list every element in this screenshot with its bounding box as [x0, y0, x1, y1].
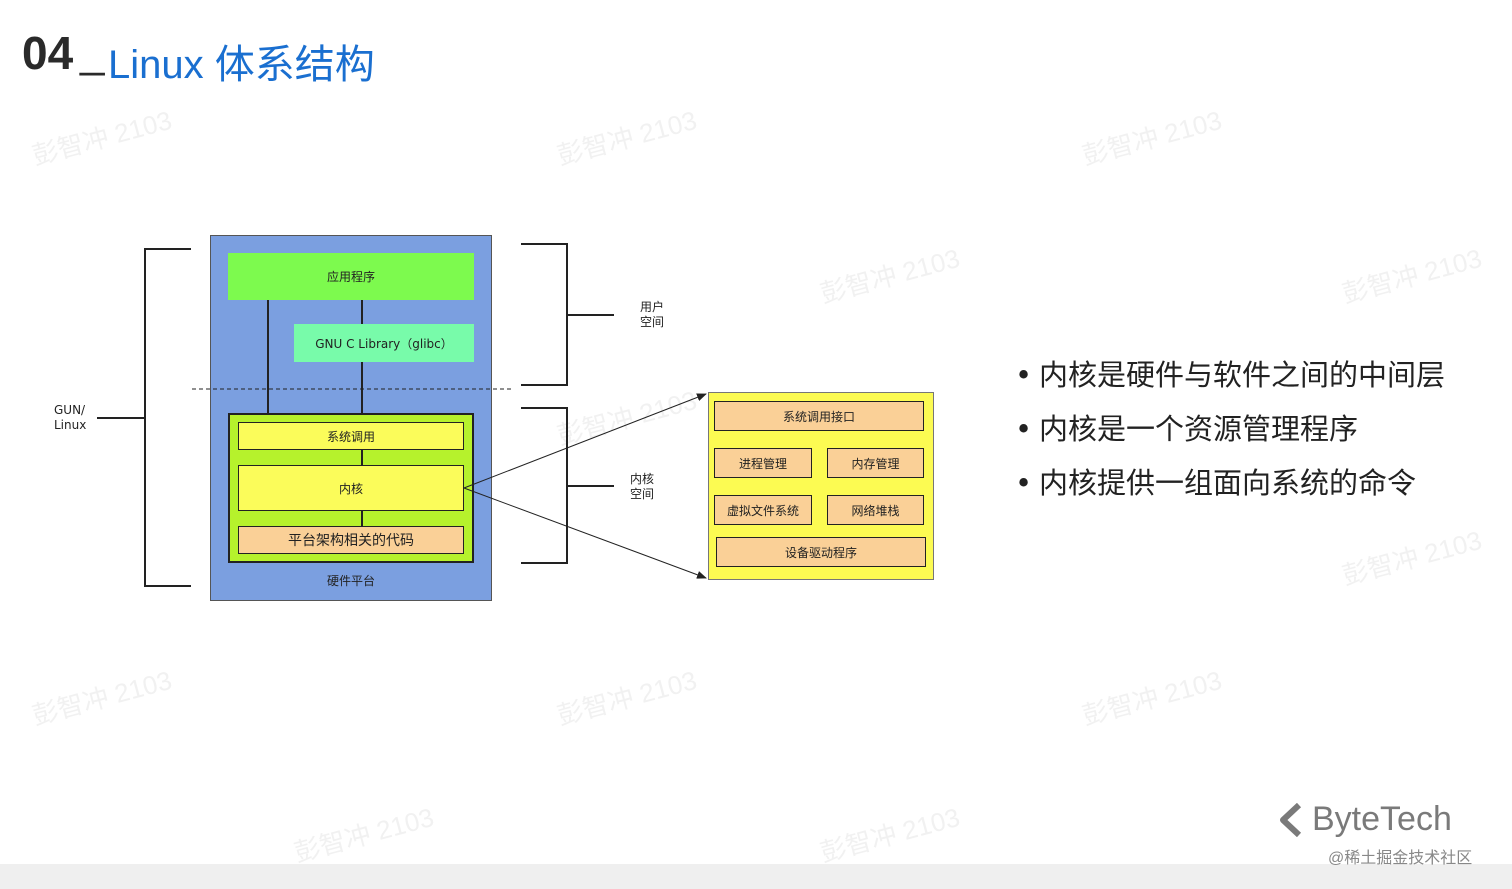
source-credit: @稀土掘金技术社区 [1328, 850, 1473, 867]
arch-box: 平台架构相关的代码 [238, 526, 464, 554]
syscall-box: 系统调用 [238, 422, 464, 450]
vfs-box: 虚拟文件系统 [714, 495, 812, 525]
hardware-label: 硬件平台 [326, 574, 375, 588]
app-box: 应用程序 [228, 253, 474, 300]
title-separator: _ [80, 28, 105, 77]
bullet-item: 内核提供一组面向系统的命令 [1015, 456, 1445, 510]
device-drivers-box: 设备驱动程序 [716, 537, 926, 567]
memory-mgmt-box: 内存管理 [827, 448, 924, 478]
kernel-box: 内核 [238, 465, 464, 511]
section-number: 04 [22, 27, 74, 79]
glibc-box: GNU C Library（glibc） [294, 324, 474, 362]
bullet-list: 内核是硬件与软件之间的中间层 内核是一个资源管理程序 内核提供一组面向系统的命令 [1015, 348, 1445, 510]
page-title: Linux 体系结构 [108, 43, 375, 87]
process-mgmt-box: 进程管理 [714, 448, 812, 478]
network-stack-box: 网络堆栈 [827, 495, 924, 525]
bullet-item: 内核是硬件与软件之间的中间层 [1015, 348, 1445, 402]
syscall-interface-box: 系统调用接口 [714, 401, 924, 431]
bytetech-logo-icon [1280, 803, 1302, 837]
bullet-item: 内核是一个资源管理程序 [1015, 402, 1445, 456]
brand-name: ByteTech [1312, 800, 1452, 838]
user-space-label: 用户 空间 [640, 300, 665, 329]
footer-bar [0, 864, 1512, 889]
gnu-linux-label: GUN/ Linux [54, 403, 87, 432]
kernel-space-label: 内核 空间 [630, 472, 655, 501]
